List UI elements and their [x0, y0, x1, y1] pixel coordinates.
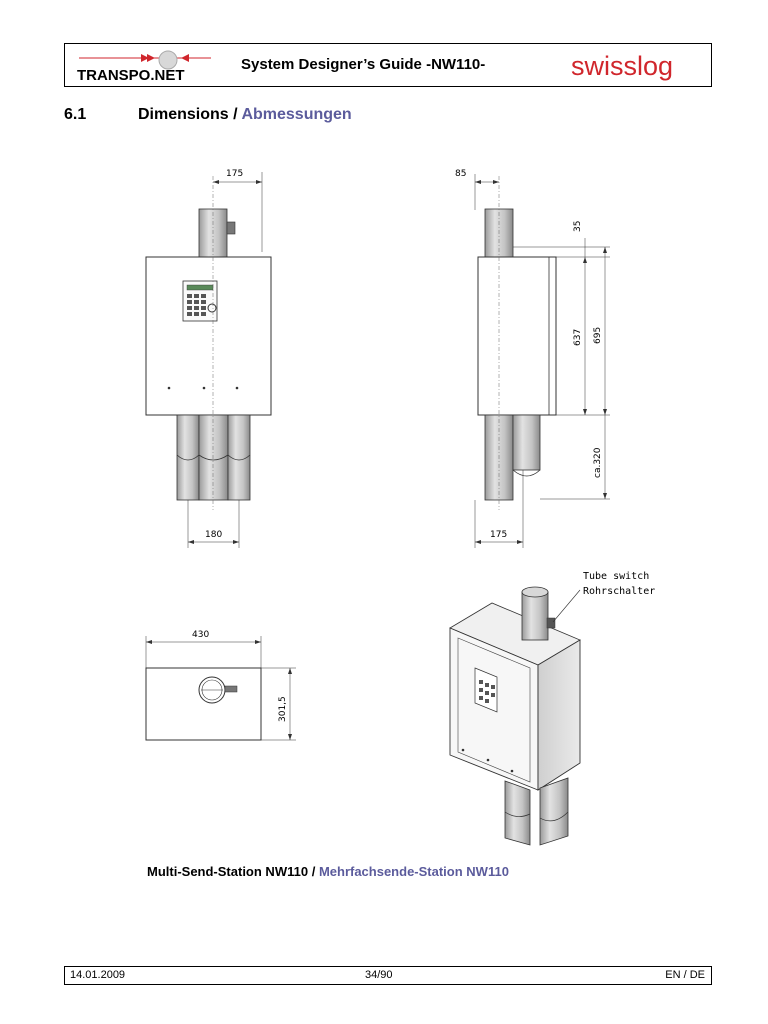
section-heading: 6.1 Dimensions / Abmessungen — [64, 106, 352, 124]
callout-rohrschalter: Rohrschalter — [583, 586, 655, 597]
footer-page-number: 34/90 — [365, 969, 393, 981]
dim-side-85: 85 — [455, 169, 466, 179]
transponet-logo-text: TRANSPO.NET — [77, 67, 185, 84]
page-title: System Designer’s Guide -NW110- — [241, 56, 486, 73]
dim-top-3015: 301,5 — [278, 696, 288, 722]
transponet-logo: TRANSPO.NET — [77, 50, 211, 84]
footer-language: EN / DE — [665, 969, 705, 981]
dim-side-35: 35 — [573, 221, 583, 232]
dim-front-180: 180 — [205, 530, 222, 540]
section-subtitle: Abmessungen — [241, 106, 352, 123]
section-title: Dimensions — [138, 106, 229, 123]
front-view: 175 180 — [145, 169, 272, 548]
dim-top-430: 430 — [192, 630, 209, 640]
page-header: TRANSPO.NET System Designer’s Guide -NW1… — [64, 43, 712, 87]
footer-date: 14.01.2009 — [70, 969, 126, 981]
dim-side-320: ca.320 — [593, 447, 603, 478]
swisslog-logo-text: swisslog — [571, 51, 673, 81]
isometric-view: Tube switch Rohrschalter — [449, 571, 655, 846]
dim-side-695: 695 — [593, 327, 603, 344]
dim-side-base-175: 175 — [490, 530, 507, 540]
figure-caption: Multi-Send-Station NW110 / Mehrfachsende… — [147, 864, 509, 879]
caption-subtitle: Mehrfachsende-Station NW110 — [318, 864, 509, 879]
section-number: 6.1 — [64, 106, 87, 123]
caption-main: Multi-Send-Station NW110 — [147, 864, 309, 879]
dim-side-637: 637 — [573, 329, 583, 346]
callout-tube-switch: Tube switch — [583, 571, 649, 582]
top-view: 430 301,5 — [145, 630, 296, 741]
dim-front-175: 175 — [226, 169, 243, 179]
page-footer: 14.01.2009 34/90 EN / DE — [64, 966, 712, 985]
side-view: 85 35 637 695 ca.320 175 — [455, 169, 610, 548]
caption-separator: / — [311, 864, 316, 879]
section-separator: / — [233, 106, 238, 123]
swisslog-logo: swisslog — [571, 51, 673, 81]
